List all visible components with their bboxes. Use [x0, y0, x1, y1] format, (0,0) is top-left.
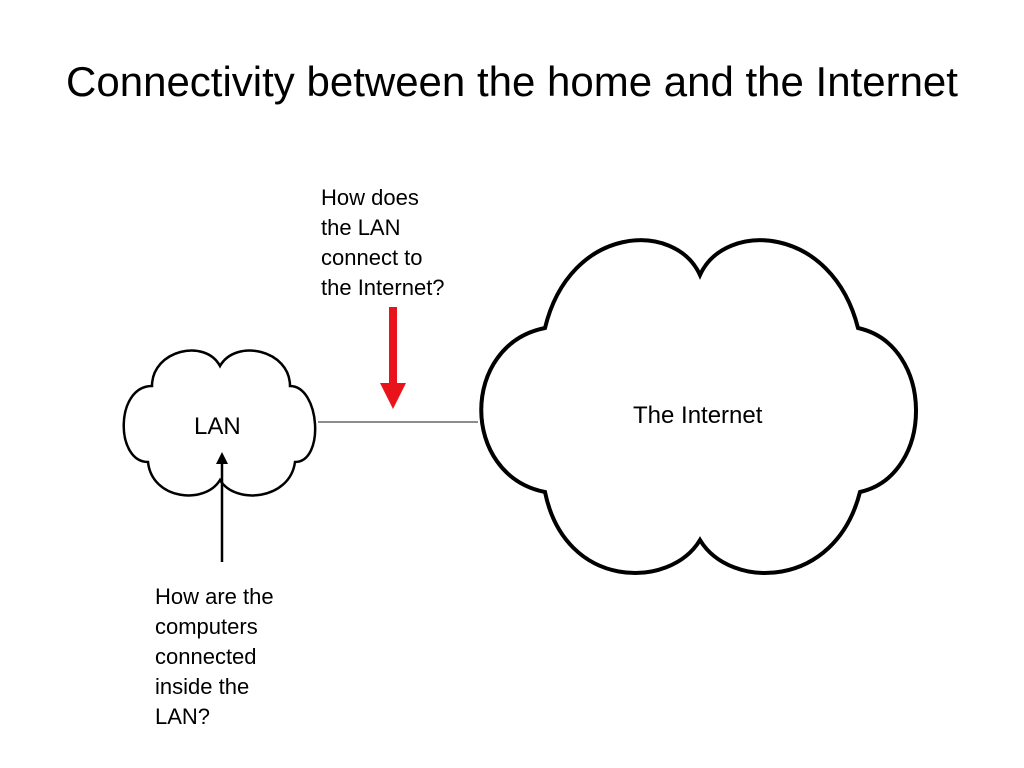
lan-internet-question-line: How does — [321, 185, 419, 210]
lan-internet-question-line: connect to — [321, 245, 423, 270]
lan-internal-question-line: LAN? — [155, 704, 211, 729]
lan-internet-question-line: the LAN — [321, 215, 401, 240]
lan-internal-question-line: computers — [155, 614, 258, 639]
lan-internal-question-line: connected — [155, 644, 257, 669]
lan-internet-question-line: the Internet? — [321, 275, 445, 300]
slide-title: Connectivity between the home and the In… — [66, 58, 958, 105]
lan-internet-arrow — [380, 307, 406, 409]
lan-label: LAN — [194, 413, 241, 440]
lan-internal-arrow — [216, 452, 228, 562]
internet-cloud-shape — [479, 238, 918, 575]
internet-label: The Internet — [633, 402, 763, 429]
lan-internal-question-line: inside the — [155, 674, 250, 699]
lan-internal-question: How are the computers connected inside t… — [155, 582, 274, 732]
lan-internal-question-line: How are the — [155, 584, 274, 609]
lan-internet-question: How does the LAN connect to the Internet… — [321, 183, 445, 303]
lan-cloud-shape — [122, 349, 317, 497]
